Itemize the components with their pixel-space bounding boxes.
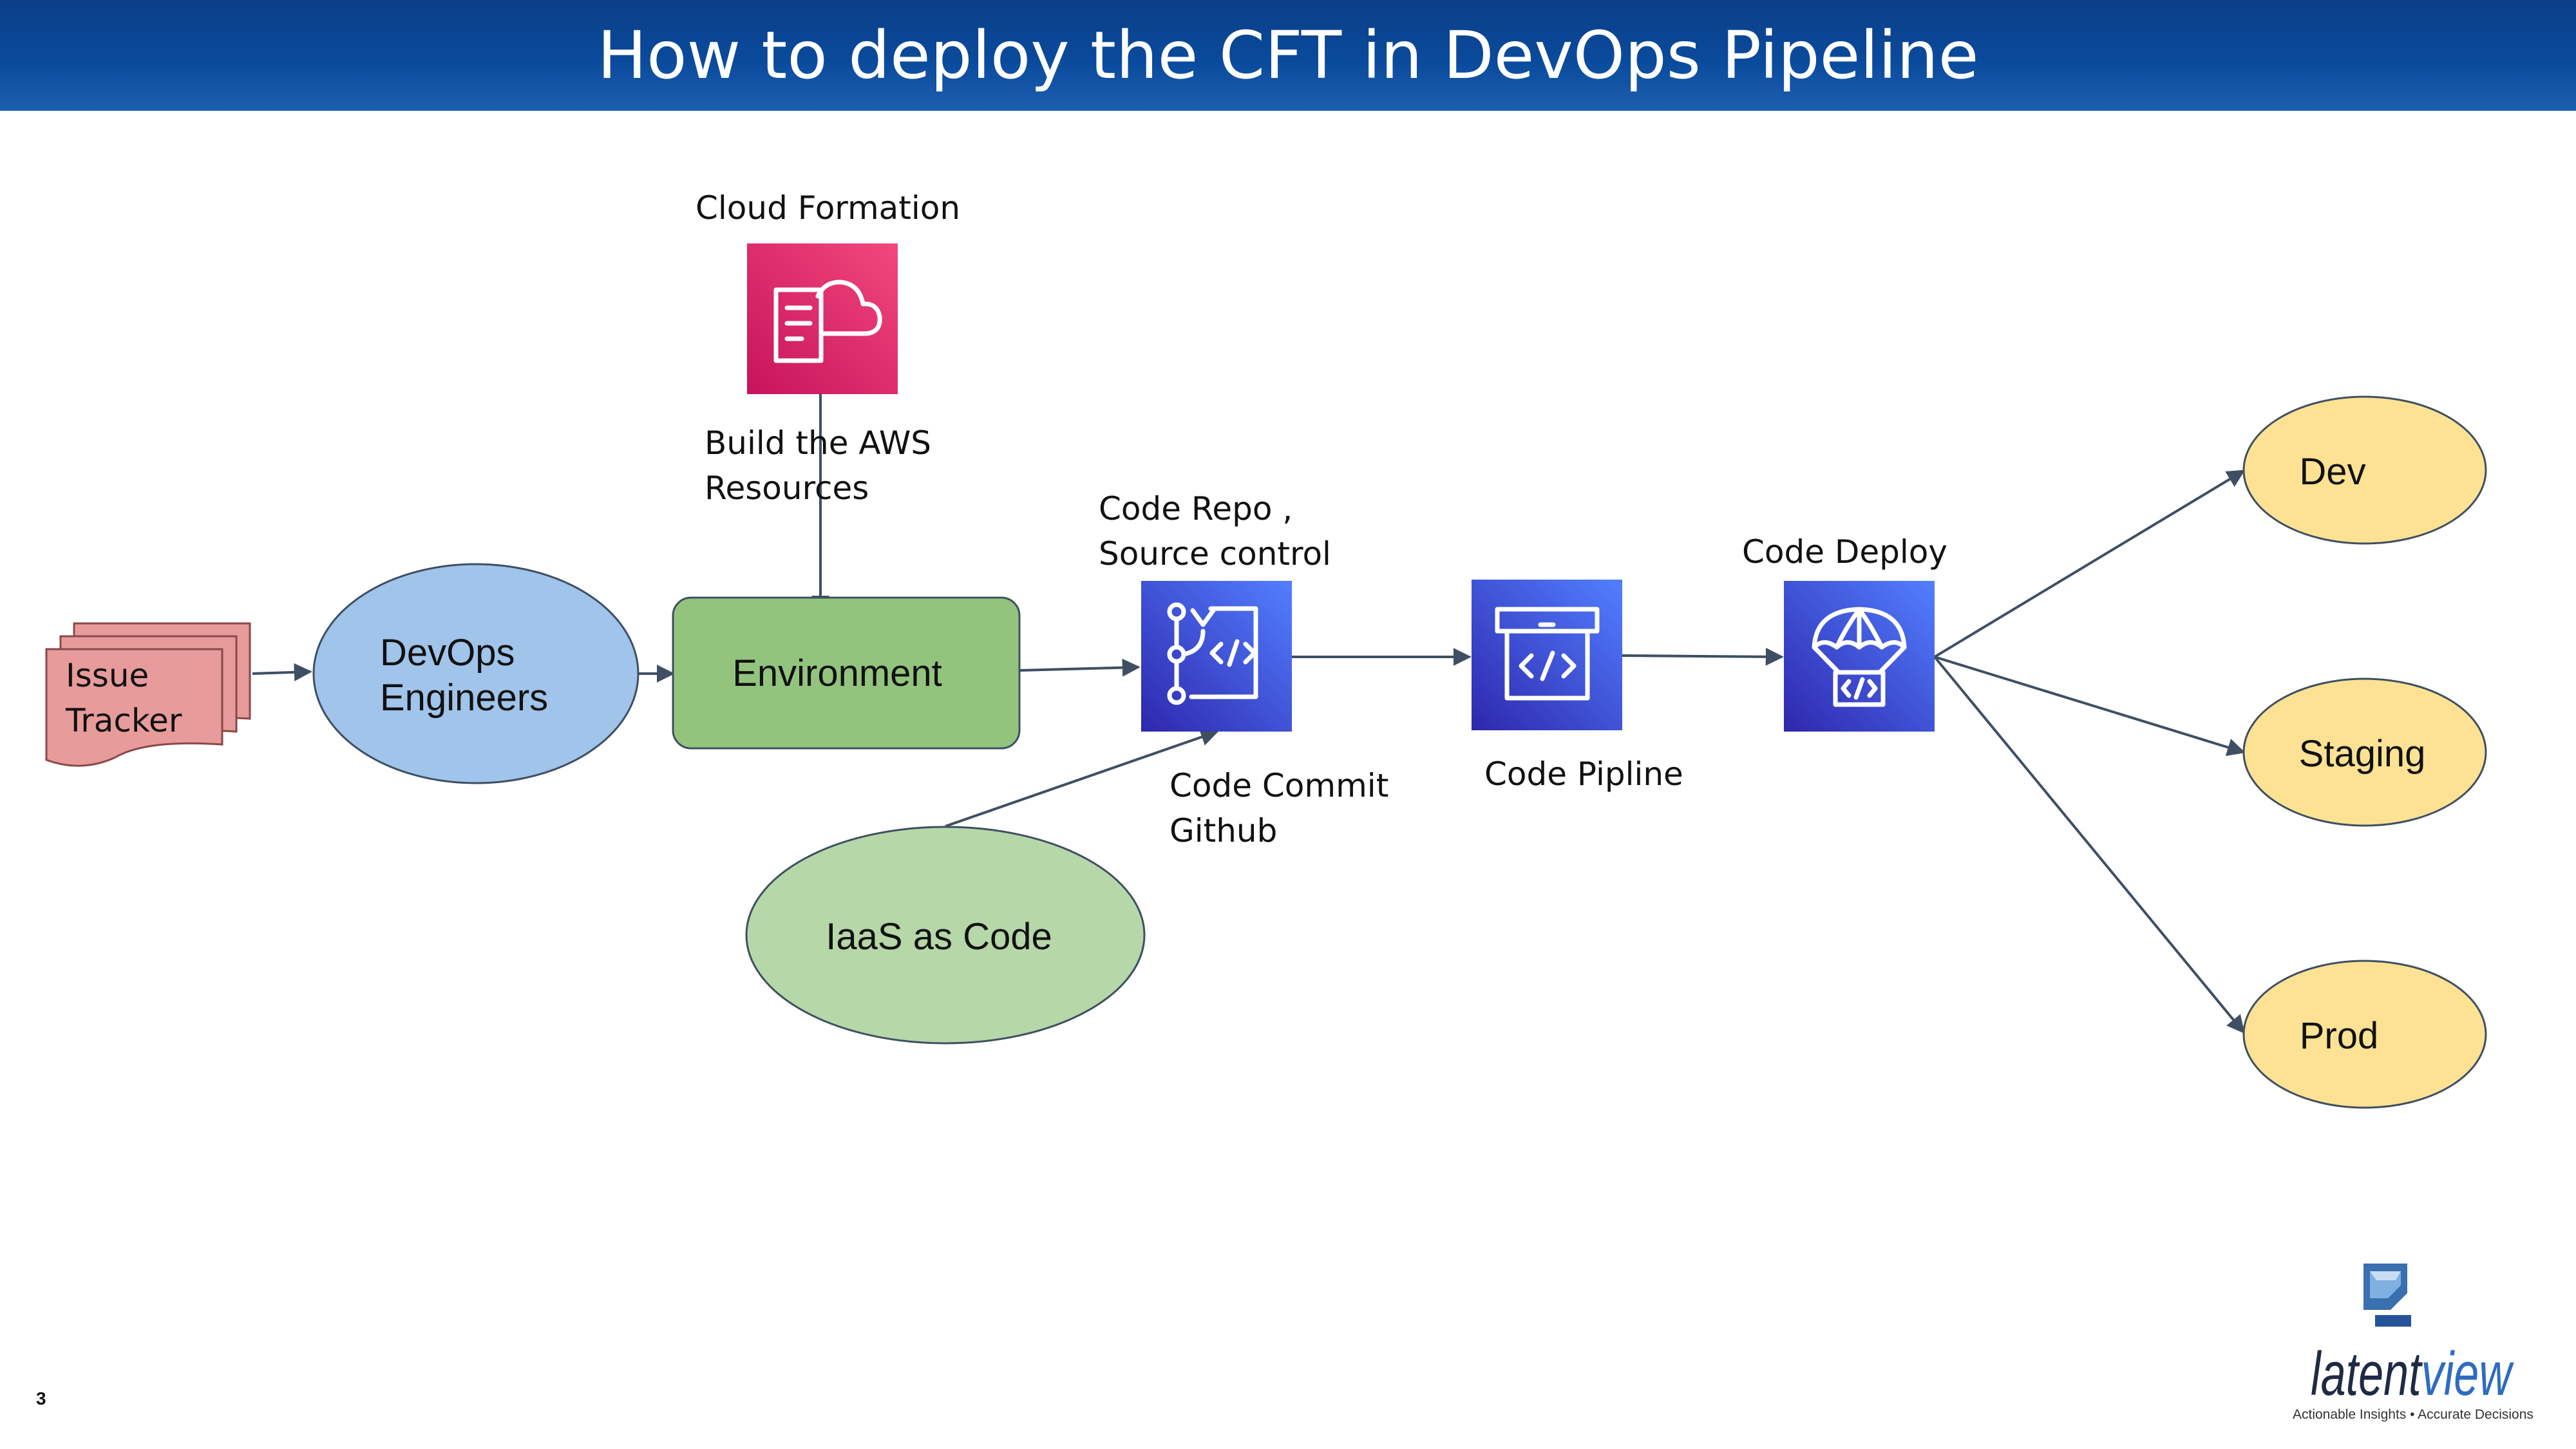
- devops-engineers-label-line1: DevOps: [380, 632, 515, 674]
- environment-label: Environment: [732, 652, 942, 694]
- iaas-label: IaaS as Code: [826, 916, 1052, 958]
- issue-tracker-label-line2: Tracker: [65, 702, 182, 739]
- issue-tracker-node: Issue Tracker: [45, 622, 251, 767]
- prod-node: Prod: [2242, 960, 2487, 1109]
- codecommit-icon: [1141, 581, 1292, 732]
- edge-deploy-to-dev: [1933, 469, 2246, 658]
- code-repo-label-line1: Code Repo ,: [1099, 490, 1293, 527]
- codepipeline-icon: [1472, 580, 1622, 730]
- edge-iaas-to-repo: [945, 728, 1219, 828]
- code-commit-label-line1: Code Commit: [1170, 767, 1388, 804]
- edges: [252, 394, 2246, 1034]
- staging-node: Staging: [2242, 677, 2487, 827]
- dev-label: Dev: [2299, 451, 2365, 493]
- issue-tracker-label-line1: Issue: [66, 657, 149, 694]
- devops-engineers-node: DevOps Engineers: [312, 563, 639, 784]
- logo-tagline: Actionable Insights • Accurate Decisions: [2293, 1407, 2533, 1422]
- codedeploy-icon: [1784, 581, 1935, 732]
- page-title: How to deploy the CFT in DevOps Pipeline: [597, 17, 1979, 94]
- edge-pipeline-to-deploy: [1621, 647, 1784, 666]
- latentview-wordmark-view: view: [2421, 1340, 2515, 1408]
- code-commit-label-line2: Github: [1170, 812, 1277, 849]
- environment-node: Environment: [672, 596, 1021, 750]
- code-pipeline-label: Code Pipline: [1484, 755, 1683, 793]
- latentview-wordmark: latentview: [2311, 1340, 2514, 1408]
- edge-deploy-to-prod: [1933, 656, 2245, 1034]
- prod-label: Prod: [2300, 1015, 2379, 1057]
- code-repo-label-line2: Source control: [1099, 535, 1331, 573]
- dev-node: Dev: [2242, 395, 2487, 545]
- latentview-wordmark-latent: latent: [2311, 1340, 2423, 1408]
- header-bar: How to deploy the CFT in DevOps Pipeline: [0, 0, 2576, 111]
- latentview-logo: latentview: [2311, 1264, 2514, 1408]
- build-resources-label-line1: Build the AWS: [705, 424, 931, 462]
- build-resources-label-line2: Resources: [705, 469, 869, 507]
- cloud-formation-label: Cloud Formation: [696, 189, 960, 227]
- code-deploy-label: Code Deploy: [1742, 533, 1947, 571]
- iaas-node: IaaS as Code: [745, 826, 1146, 1045]
- staging-label: Staging: [2299, 733, 2426, 775]
- latentview-logo-mark: [2363, 1264, 2411, 1327]
- cloudformation-icon: [747, 243, 898, 394]
- slide-number: 3: [36, 1388, 46, 1408]
- edge-issue-to-devops: [252, 663, 312, 681]
- edge-deploy-to-staging: [1934, 656, 2246, 756]
- devops-engineers-label-line2: Engineers: [380, 677, 548, 719]
